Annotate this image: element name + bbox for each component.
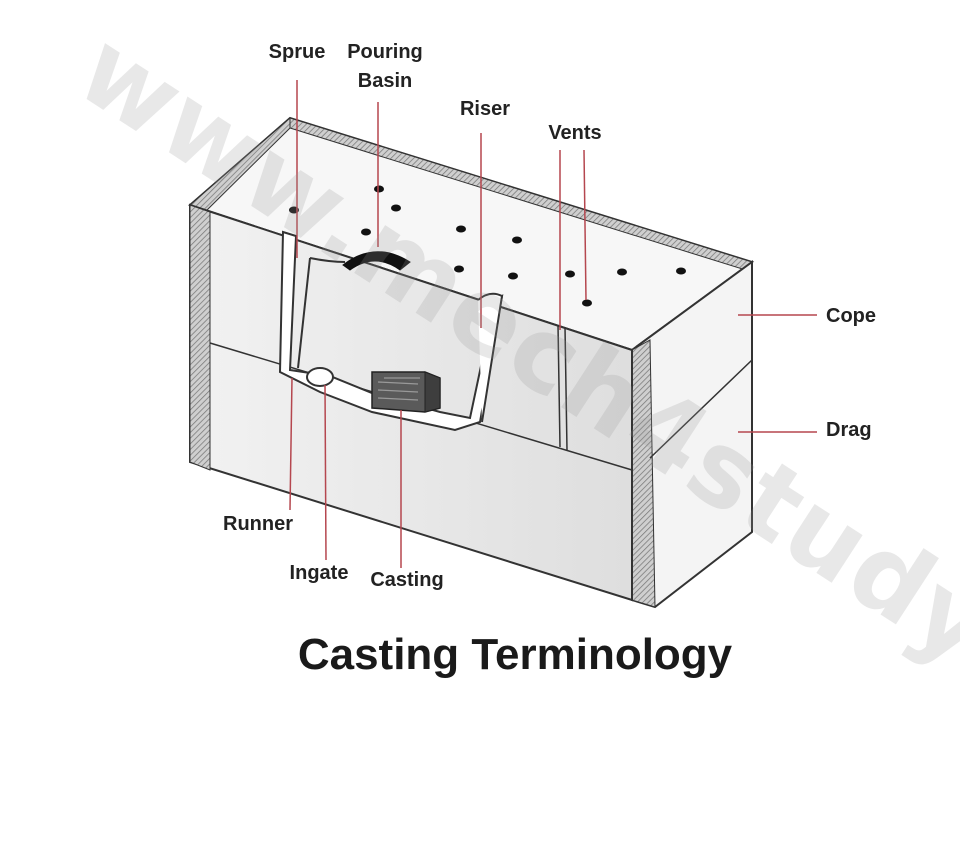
vent-channel-left: [557, 324, 561, 448]
diagram-title: Casting Terminology: [297, 630, 733, 679]
ingate-shape: [306, 367, 334, 387]
vent-channel-right: [564, 326, 568, 451]
cope-drag-split-right: [649, 359, 753, 459]
mold-diagram: [188, 80, 817, 609]
cavity-top: [309, 257, 346, 263]
label-pouring-basin-line1: Pouring: [347, 41, 423, 63]
leader-runner: [289, 377, 293, 511]
label-sprue: Sprue: [268, 41, 326, 63]
diagram-canvas: www.mech4study.com Sprue Pouring Basin R…: [57, 8, 960, 842]
leader-ingate: [324, 384, 327, 561]
label-ingate: Ingate: [289, 562, 349, 584]
label-runner: Runner: [223, 513, 293, 535]
label-drag: Drag: [826, 419, 872, 441]
sprue-channel: [297, 257, 311, 369]
leader-vents-2: [583, 149, 587, 301]
label-cope: Cope: [826, 305, 876, 327]
label-casting: Casting: [370, 569, 444, 591]
casting-block-side: [424, 371, 441, 413]
label-vents: Vents: [548, 122, 602, 144]
pouring-basin-shape: [342, 251, 411, 271]
mold-left-wall: [189, 204, 211, 471]
label-riser: Riser: [459, 98, 511, 120]
label-pouring-basin-line2: Basin: [357, 70, 413, 92]
casting-block-texture: [377, 377, 420, 401]
